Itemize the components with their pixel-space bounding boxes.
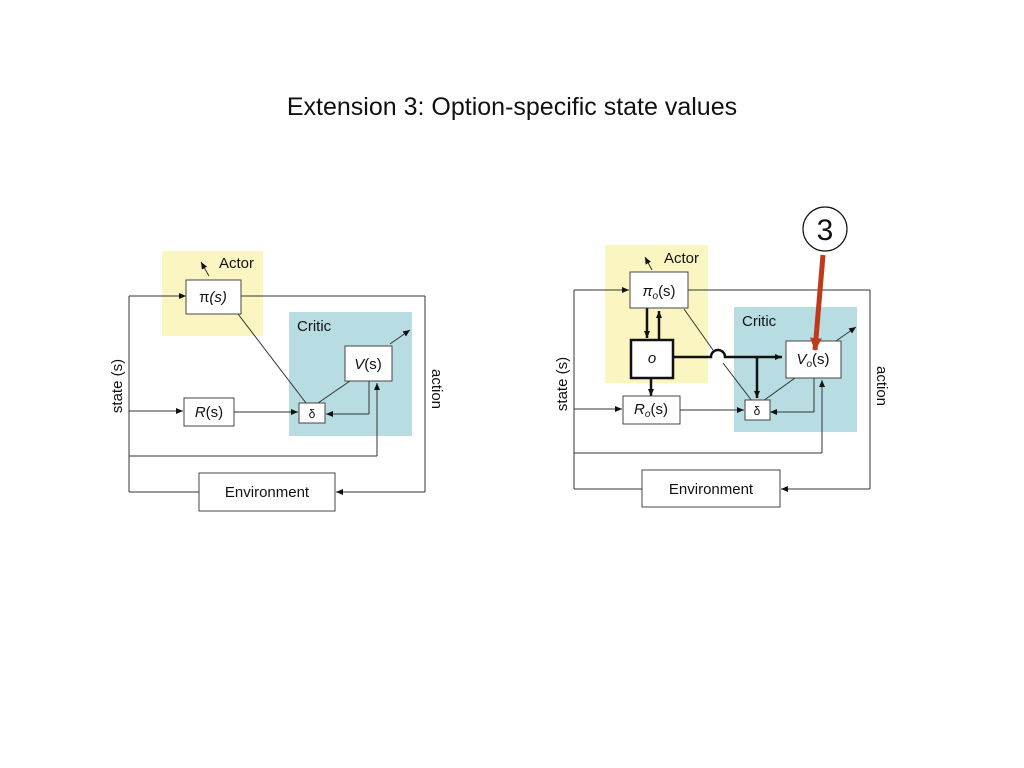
right-diagram: Actor Critic πo(s) o Vo(s) Ro(s) δ Envir… [554, 245, 890, 508]
value-label: V(s) [354, 356, 382, 373]
delta-label: δ [309, 407, 316, 421]
r-sub: o [645, 409, 651, 420]
slide-title: Extension 3: Option-specific state value… [286, 93, 738, 121]
pi-sub: o [653, 291, 659, 302]
highlight-marker: 3 [802, 206, 848, 351]
number-circle [802, 206, 848, 252]
r-arg: (s) [206, 404, 224, 421]
marker-number: 3 [817, 214, 834, 247]
option-box [629, 338, 675, 380]
actor-label: Actor [219, 255, 254, 272]
v-sub: o [806, 359, 812, 370]
value-box [344, 345, 393, 382]
r-symbol: R [195, 404, 206, 421]
left-diagram: Actor Critic π(s) V(s) R(s) δ Environmen… [109, 251, 445, 512]
r-symbol: R [634, 401, 645, 418]
red-arrow-icon [810, 254, 826, 351]
policy-label: π(s) [199, 289, 227, 306]
pi-symbol: π [642, 283, 653, 300]
policy-box [185, 279, 242, 315]
v-symbol: V [354, 356, 366, 373]
actor-label: Actor [664, 250, 699, 267]
delta-box [298, 402, 326, 424]
pi-arg: (s) [658, 283, 676, 300]
critic-label: Critic [742, 313, 777, 330]
v-symbol: V [796, 351, 808, 368]
pi-arg: (s) [209, 289, 227, 306]
reward-box [622, 395, 681, 425]
reward-label: R(s) [195, 404, 223, 421]
state-label: state (s) [109, 359, 126, 413]
action-label: action [873, 366, 890, 406]
r-arg: (s) [650, 401, 668, 418]
v-arg: (s) [364, 356, 382, 373]
environment-label: Environment [669, 481, 754, 498]
pi-symbol: π [199, 289, 209, 306]
environment-label: Environment [225, 484, 310, 501]
policy-label: πo(s) [642, 283, 675, 302]
critic-label: Critic [297, 318, 332, 335]
policy-box [629, 271, 689, 309]
value-label: Vo(s) [796, 351, 829, 370]
delta-label: δ [754, 404, 761, 418]
option-label: o [648, 350, 656, 367]
reward-box [183, 397, 235, 427]
environment-box [641, 469, 781, 508]
delta-box [744, 399, 771, 421]
environment-box [198, 472, 336, 512]
action-label: action [428, 369, 445, 409]
v-arg: (s) [812, 351, 830, 368]
reward-label: Ro(s) [634, 401, 668, 420]
state-label: state (s) [554, 357, 571, 411]
